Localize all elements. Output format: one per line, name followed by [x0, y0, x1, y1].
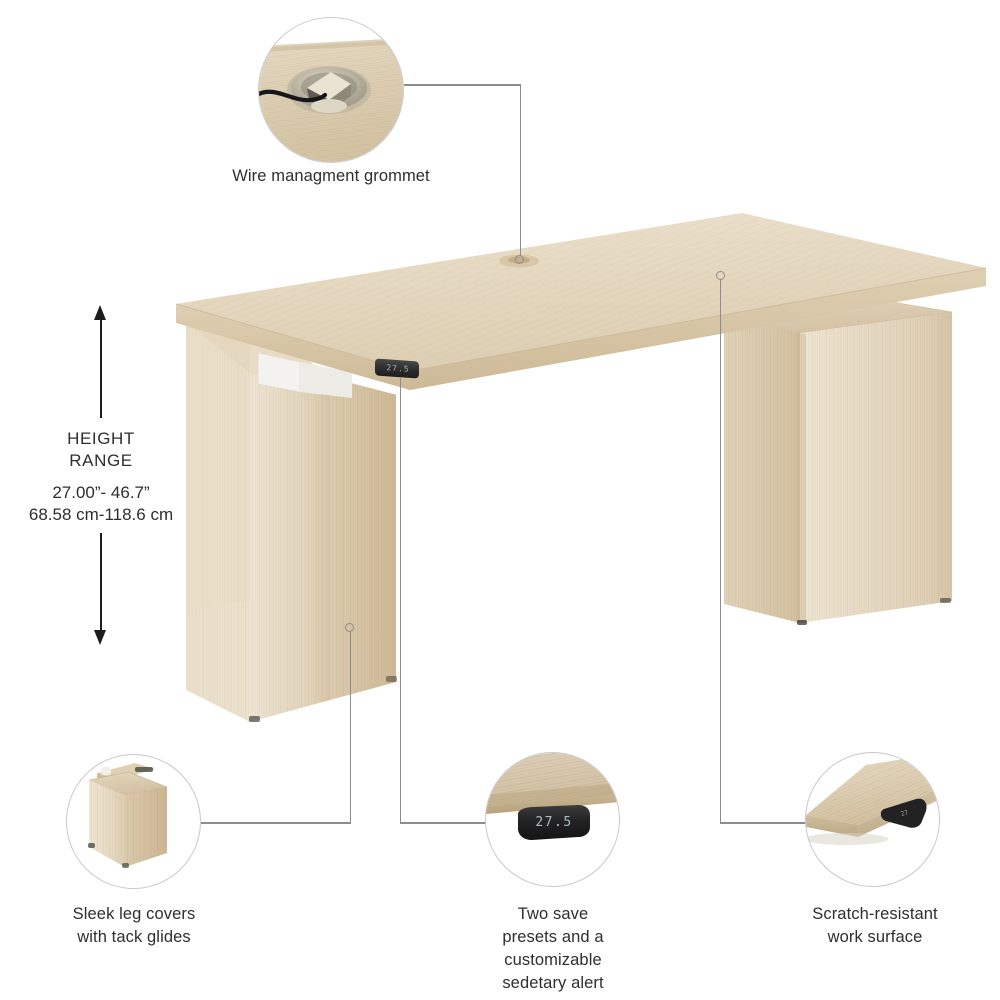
right-leg-glide — [797, 620, 807, 625]
leg-cover-detail-art — [88, 763, 168, 868]
svg-text:27: 27 — [900, 809, 909, 818]
grommet-detail-bubble[interactable] — [258, 17, 404, 163]
left-leg-glide — [249, 716, 260, 722]
control-panel-body — [518, 805, 590, 840]
control-panel-detail-art: 27.5 — [486, 753, 619, 840]
cable-path — [259, 89, 328, 103]
height-range-centimeters: 68.58 cm-118.6 cm — [28, 505, 174, 524]
control-panel-display: 27.5 — [535, 815, 572, 830]
leg-cover-detail-bubble[interactable] — [66, 754, 201, 889]
work-surface-leader-endpoint — [716, 271, 725, 280]
grommet-callout-label: Wire managment grommet — [232, 167, 430, 185]
leg-cover-callout-label: Sleek leg covers with tack glides — [72, 905, 196, 946]
work-surface-detail-art: 27 — [806, 753, 939, 845]
desk-control-panel-readout: 27.5 — [386, 363, 410, 374]
work-surface-detail-bubble[interactable]: 27 — [805, 752, 940, 887]
leg-cover-leader-endpoint — [345, 623, 354, 632]
desktop-front-edge — [176, 304, 410, 390]
desktop-right-edge — [410, 268, 986, 390]
control-panel-callout-label: Two save presets and a customizable sede… — [502, 905, 604, 992]
grommet-leader-endpoint — [515, 255, 524, 264]
grommet-detail-art — [259, 18, 403, 162]
height-range-title: HEIGHT RANGE — [67, 429, 135, 470]
work-surface-control-box — [880, 798, 927, 828]
control-panel-detail-bubble[interactable]: 27.5 — [485, 752, 620, 887]
height-range-inches: 27.00”- 46.7” — [52, 483, 150, 502]
work-surface-callout-label: Scratch-resistant work surface — [812, 905, 938, 946]
lift-crossbar — [300, 362, 352, 398]
